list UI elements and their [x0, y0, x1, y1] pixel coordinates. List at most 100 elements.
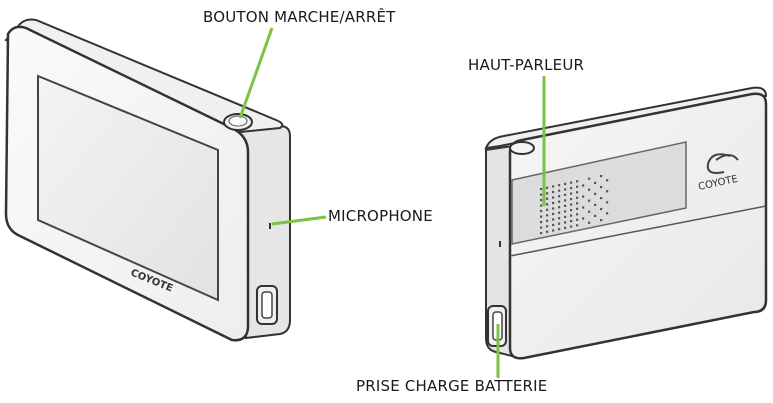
back-device: COYOTE [484, 86, 768, 360]
front-screen [37, 74, 219, 302]
callout-speaker: HAUT-PARLEUR [468, 56, 585, 74]
speaker-hole [540, 193, 543, 196]
speaker-hole [576, 196, 579, 199]
speaker-hole [570, 192, 573, 195]
speaker-hole [582, 217, 585, 220]
speaker-hole [576, 191, 579, 194]
speaker-hole [600, 208, 603, 211]
speaker-hole [540, 210, 543, 213]
speaker-hole [558, 200, 561, 203]
speaker-hole [582, 184, 585, 187]
speaker-panel [511, 141, 687, 245]
speaker-hole [606, 212, 609, 215]
speaker-hole [570, 198, 573, 201]
speaker-hole [588, 177, 591, 180]
speaker-hole [564, 215, 567, 218]
speaker-hole [552, 229, 555, 232]
speaker-hole [540, 204, 543, 207]
speaker-hole [570, 203, 573, 206]
speaker-hole [588, 188, 591, 191]
back-device-side [485, 144, 513, 358]
speaker-hole [546, 225, 549, 228]
speaker-hole [582, 206, 585, 209]
speaker-hole [558, 211, 561, 214]
speaker-hole [588, 210, 591, 213]
speaker-hole [558, 217, 561, 220]
power-button-inner [228, 115, 248, 127]
speaker-hole [576, 185, 579, 188]
speaker-hole [606, 179, 609, 182]
speaker-hole [540, 199, 543, 202]
speaker-hole [552, 185, 555, 188]
speaker-hole [552, 196, 555, 199]
callout-power-button: BOUTON MARCHE/ARRÊT [203, 8, 396, 26]
speaker-hole [546, 186, 549, 189]
speaker-hole [546, 203, 549, 206]
speaker-hole [552, 218, 555, 221]
speaker-hole [564, 226, 567, 229]
speaker-hole [558, 222, 561, 225]
speaker-hole [546, 230, 549, 233]
speaker-hole [576, 224, 579, 227]
callout-line-microphone [271, 215, 327, 226]
speaker-hole [546, 208, 549, 211]
speaker-hole [558, 189, 561, 192]
speaker-hole [564, 199, 567, 202]
speaker-grille [540, 175, 609, 235]
back-device-face [508, 92, 768, 360]
speaker-hole [570, 187, 573, 190]
speaker-hole [576, 202, 579, 205]
speaker-hole [600, 219, 603, 222]
speaker-hole [552, 212, 555, 216]
speaker-hole [570, 181, 573, 184]
speaker-hole [546, 197, 549, 200]
speaker-hole [588, 221, 591, 224]
front-device-side [236, 124, 291, 340]
speaker-hole [558, 184, 561, 187]
speaker-hole [540, 221, 543, 224]
speaker-hole [570, 209, 573, 212]
speaker-hole [576, 213, 579, 216]
front-charge-port-inner [261, 291, 273, 319]
speaker-hole [594, 214, 597, 217]
speaker-hole [576, 218, 579, 221]
speaker-hole [540, 226, 543, 229]
speaker-hole [594, 192, 597, 195]
speaker-hole [552, 207, 555, 210]
speaker-hole [552, 201, 555, 205]
speaker-hole [564, 193, 567, 196]
speaker-hole [600, 175, 603, 178]
speaker-hole [576, 180, 579, 183]
back-power-button [509, 141, 535, 155]
speaker-hole [540, 215, 543, 218]
speaker-hole [564, 221, 567, 224]
callout-line-power [238, 27, 274, 119]
speaker-hole [606, 201, 609, 204]
speaker-hole [546, 219, 549, 222]
speaker-hole [540, 188, 543, 191]
speaker-hole [594, 181, 597, 184]
callout-microphone: MICROPHONE [328, 207, 433, 225]
speaker-hole [570, 220, 573, 223]
speaker-hole [606, 190, 609, 193]
speaker-hole [564, 188, 567, 191]
speaker-hole [570, 225, 573, 228]
callout-lines [238, 27, 546, 378]
speaker-hole [546, 192, 549, 195]
speaker-hole [540, 232, 543, 235]
speaker-hole [588, 199, 591, 202]
callout-charge-port: PRISE CHARGE BATTERIE [356, 377, 548, 395]
speaker-hole [570, 214, 573, 217]
front-device: COYOTE [4, 18, 291, 342]
back-panel-divider [509, 205, 767, 257]
speaker-hole [564, 210, 567, 213]
front-device-top [4, 18, 284, 134]
speaker-hole [558, 195, 561, 198]
speaker-hole [564, 204, 567, 207]
speaker-hole [576, 207, 579, 210]
speaker-hole [594, 203, 597, 206]
speaker-hole [546, 214, 549, 217]
speaker-hole [582, 195, 585, 198]
speaker-hole [564, 182, 567, 185]
